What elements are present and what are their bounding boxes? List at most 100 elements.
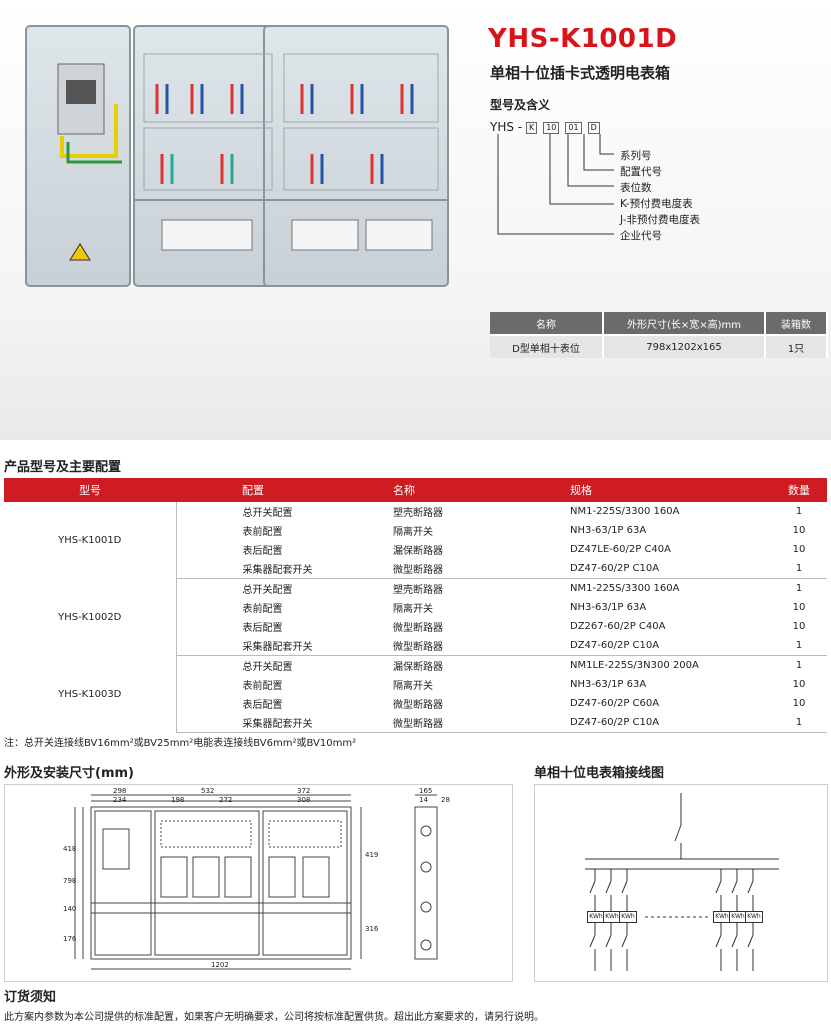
model-code-box: 10 — [543, 121, 560, 134]
wiring-title: 单相十位电表箱接线图 — [534, 766, 665, 781]
config-cell: 表后配置 — [242, 700, 283, 711]
wire-segment — [747, 880, 754, 894]
dim-label: 140 — [63, 905, 77, 913]
dim-label: 372 — [297, 787, 311, 795]
config-cell: DZ47-60/2P C60A — [570, 698, 660, 709]
config-cell: 10 — [792, 621, 806, 632]
dim-label: 532 — [201, 787, 215, 795]
product-photo — [25, 25, 449, 287]
meaning-item: J-非预付费电度表 — [620, 214, 701, 226]
config-cell: 漏保断路器 — [393, 662, 443, 673]
config-cell: 10 — [792, 679, 806, 690]
table-row: 表前配置 隔离开关 NH3-63/1P 63A 10 — [4, 598, 827, 617]
dim-label: 308 — [297, 796, 311, 804]
meaning-item: 企业代号 — [620, 230, 662, 242]
config-cell: 采集器配套开关 — [176, 559, 373, 579]
config-cell: 表前配置 — [242, 527, 283, 538]
wire-segment — [621, 934, 628, 948]
model-code-box: D — [587, 121, 600, 134]
wire-segment — [747, 934, 754, 948]
config-cell: 10 — [792, 602, 806, 613]
dim-label: 176 — [63, 935, 77, 943]
config-header: 规格 — [554, 478, 771, 502]
config-header: 配置 — [176, 478, 373, 502]
config-header: 数量 — [771, 478, 827, 502]
meaning-item: K-预付费电度表 — [620, 198, 693, 210]
kwh-meter-box: KWh — [587, 911, 605, 923]
config-cell: NH3-63/1P 63A — [570, 679, 647, 690]
config-cell: 1 — [771, 713, 827, 733]
model-code-box: 01 — [565, 121, 582, 134]
spec-cell: D型单相十表位 — [490, 334, 604, 358]
config-cell: DZ47-60/2P C10A — [554, 636, 771, 656]
kwh-meter-box: KWh — [603, 911, 621, 923]
config-cell: DZ267-60/2P C40A — [570, 621, 666, 632]
config-cell: NM1-225S/3300 160A — [570, 583, 680, 594]
dim-label: 798 — [63, 877, 77, 885]
config-cell: 采集器配套开关 — [176, 636, 373, 656]
wire-segment — [589, 934, 596, 948]
dim-label: 298 — [113, 787, 127, 795]
dimension-drawing — [74, 794, 438, 970]
config-cell: 微型断路器 — [373, 636, 554, 656]
config-cell: 表前配置 — [242, 681, 283, 692]
config-cell: 1 — [771, 636, 827, 656]
config-cell: NH3-63/1P 63A — [570, 602, 647, 613]
dimension-drawing-panel: 298 234 532 198 272 372 308 418 798 140 … — [4, 784, 513, 982]
config-cell: 漏保断路器 — [393, 546, 443, 557]
config-cell: 微型断路器 — [393, 700, 443, 711]
meaning-item: 配置代号 — [620, 166, 662, 178]
dim-label: 419 — [365, 851, 379, 859]
spec-cell: 1只 — [765, 334, 828, 358]
wiring-diagram — [585, 793, 779, 971]
config-cell: DZ47-60/2P C10A — [554, 559, 771, 579]
dim-label: 14 — [419, 796, 428, 804]
dimension-title: 外形及安装尺寸(mm) — [4, 766, 134, 781]
config-section-title: 产品型号及主要配置 — [4, 460, 122, 475]
config-header: 名称 — [373, 478, 554, 502]
wire-segment — [589, 880, 596, 894]
model-code-prefix: YHS - — [490, 120, 523, 134]
wire-segment — [605, 934, 612, 948]
product-title: YHS-K1001D — [488, 24, 678, 54]
config-note: 注：总开关连接线BV16mm²或BV25mm²电能表连接线BV6mm²或BV10… — [4, 738, 357, 749]
config-cell: 微型断路器 — [393, 623, 443, 634]
config-cell: 1 — [795, 660, 803, 671]
wire-segment — [621, 880, 628, 894]
wire-segment — [731, 880, 738, 894]
config-cell: NM1-225S/3300 160A — [570, 506, 680, 517]
config-cell: 采集器配套开关 — [176, 713, 373, 733]
wire-segment — [731, 934, 738, 948]
config-cell: DZ47-60/2P C10A — [554, 713, 771, 733]
dim-label: 28 — [441, 796, 450, 804]
dim-label: 234 — [113, 796, 127, 804]
config-cell: 总开关配置 — [242, 662, 293, 673]
config-cell: 1 — [795, 506, 803, 517]
meaning-item: 系列号 — [620, 150, 652, 162]
order-notice-title: 订货须知 — [4, 990, 57, 1005]
config-cell: 微型断路器 — [373, 713, 554, 733]
model-meaning-title: 型号及含义 — [490, 98, 551, 112]
config-header: 型号 — [4, 478, 176, 502]
dim-label: 418 — [63, 845, 77, 853]
config-cell: 表前配置 — [242, 604, 283, 615]
spec-header: 装箱数 — [765, 312, 828, 335]
config-cell: 隔离开关 — [393, 604, 433, 615]
wire-segment — [715, 880, 722, 894]
spec-header: 名称 — [490, 312, 604, 335]
config-cell: NH3-63/1P 63A — [570, 525, 647, 536]
dim-label: 165 — [419, 787, 433, 795]
spec-cell: 798x1202x165 — [603, 334, 766, 358]
dim-label: 198 — [171, 796, 185, 804]
config-cell: 1 — [795, 583, 803, 594]
